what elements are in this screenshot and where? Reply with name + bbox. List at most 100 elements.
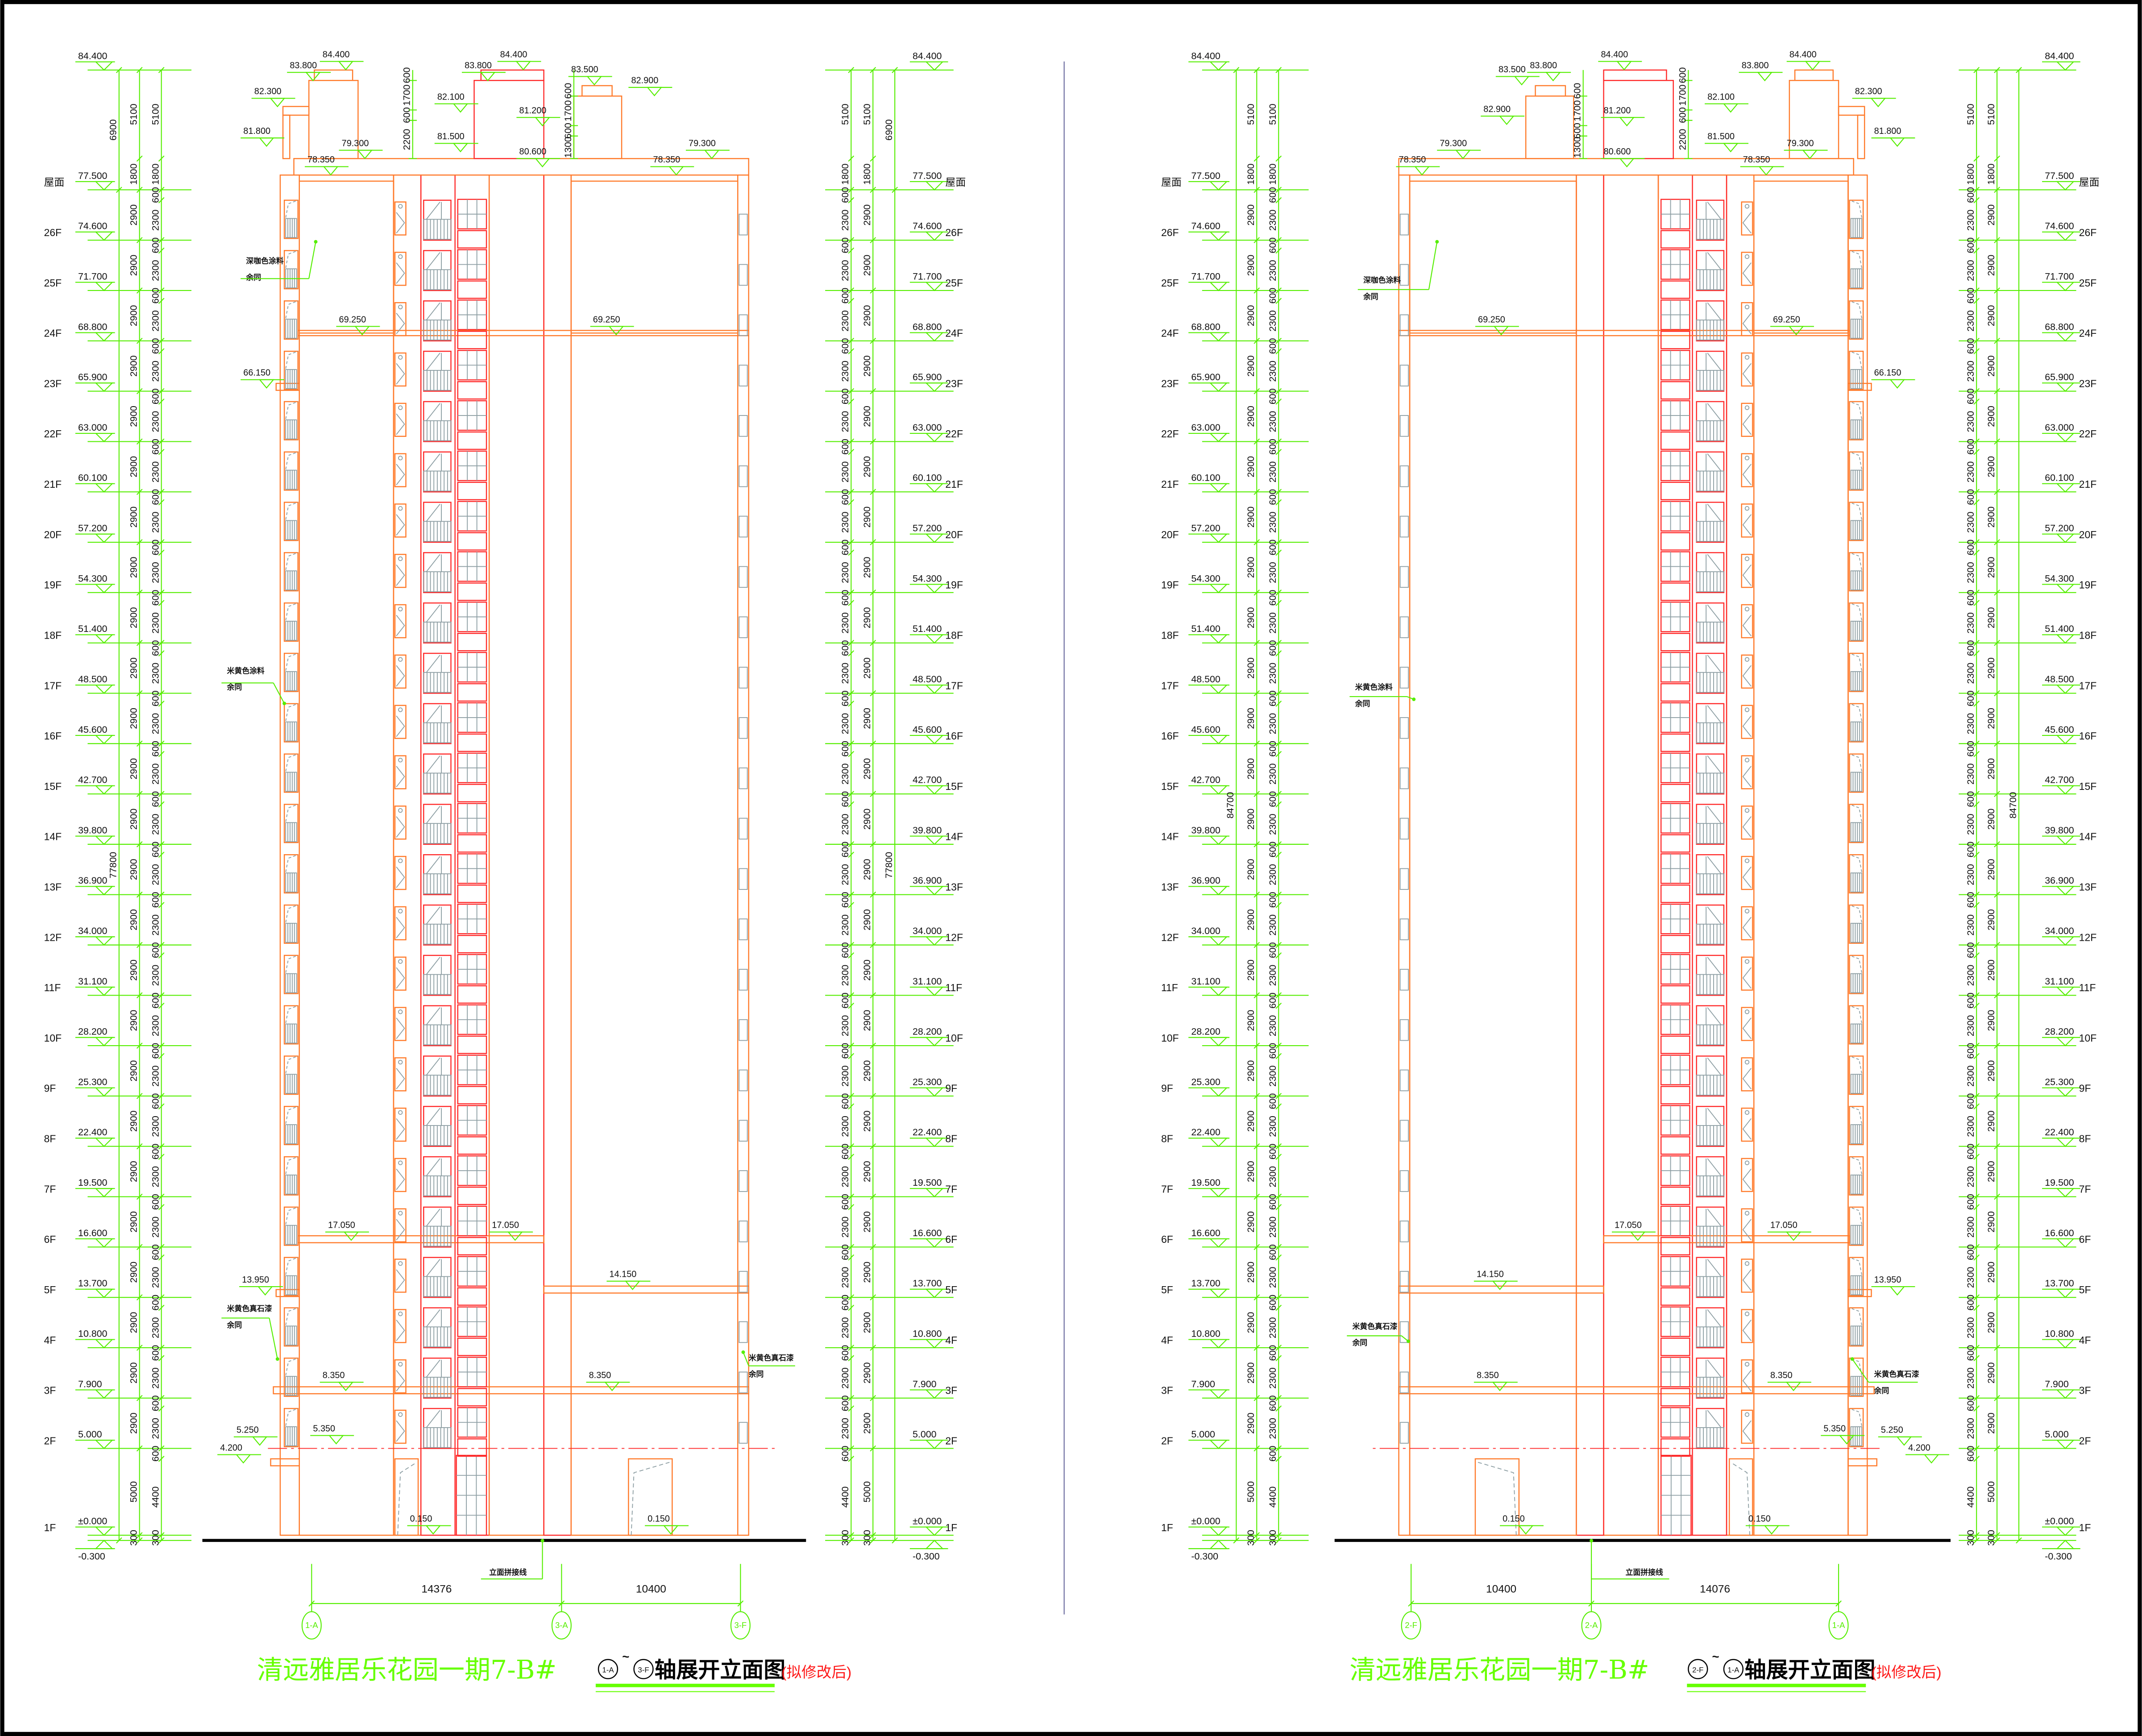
door-swing — [426, 1410, 440, 1428]
dimension-value: 2300 — [150, 1015, 161, 1036]
narrow-window — [1741, 705, 1753, 739]
door-swing — [426, 1359, 440, 1378]
railing — [1850, 1074, 1862, 1094]
dimension-tick — [848, 388, 855, 395]
vent-circle — [398, 204, 403, 209]
window-swing — [285, 653, 299, 671]
elevation-tag: 83.500 — [568, 65, 612, 86]
dimension-tick — [1973, 841, 1980, 847]
floor-windows — [283, 1357, 748, 1407]
narrow-window — [394, 1007, 407, 1041]
window-swing — [1849, 1055, 1862, 1074]
dimension-tick — [1973, 801, 1980, 808]
dimension-value: 2900 — [1245, 708, 1256, 729]
balcony-window — [283, 602, 299, 642]
dimension-value: 300 — [1245, 1530, 1256, 1546]
dimension-value: 2300 — [1965, 1317, 1976, 1338]
door-swing — [1707, 503, 1722, 522]
vent-circle — [1744, 204, 1750, 209]
dimension-value: 2900 — [862, 1262, 872, 1283]
axis-label: 2-F — [1405, 1620, 1417, 1630]
window-swing — [396, 565, 405, 586]
window-swing — [396, 1068, 405, 1089]
window-swing — [1849, 351, 1862, 369]
spandrel-panel — [1660, 482, 1690, 500]
dimension-value: 2300 — [1965, 1015, 1976, 1036]
floor-label: 2F — [44, 1435, 56, 1446]
roof-dimension-value: 600 — [1572, 83, 1583, 99]
dimension-value: 2300 — [840, 1317, 851, 1338]
dimension-value: 2300 — [1965, 511, 1976, 533]
dimension-tick — [1973, 247, 1980, 254]
floor-windows — [283, 752, 748, 802]
dimension-tick — [737, 1600, 744, 1607]
dimension-tick — [1275, 589, 1282, 596]
dimension-value: 600 — [1965, 942, 1976, 958]
roof-ledge — [282, 106, 310, 116]
floor-windows — [283, 1407, 748, 1457]
elevation-tag: 79.300 — [339, 138, 383, 159]
level-elevation: -0.300 — [1191, 1551, 1218, 1562]
dimension-tick — [1275, 1193, 1282, 1200]
edge-window — [739, 1019, 748, 1041]
edge-window — [1399, 365, 1409, 386]
railing — [285, 319, 297, 339]
dimension-value: 1800 — [1245, 163, 1256, 185]
dimension-tick — [158, 1304, 165, 1311]
level-elevation: 13.700 — [2045, 1278, 2074, 1289]
door-swing — [1707, 705, 1722, 723]
floor-windows — [283, 652, 748, 702]
dimension-value: 2300 — [1267, 612, 1278, 634]
level-elevation: 28.200 — [1191, 1026, 1220, 1037]
edge-window — [739, 1170, 748, 1192]
elevation-tag: 83.800 — [1527, 61, 1571, 82]
door-swing — [1707, 604, 1722, 623]
level-elevation: 65.900 — [2045, 372, 2074, 382]
vent-circle — [1744, 707, 1750, 712]
dimension-value: 600 — [840, 540, 851, 556]
dimension-value: 2900 — [862, 456, 872, 478]
elevation-tag-value: 14.150 — [1477, 1270, 1504, 1279]
dimension-tick — [1275, 438, 1282, 445]
level-elevation: 65.900 — [1191, 372, 1220, 382]
dimension-tick — [848, 851, 855, 858]
dimension-tick — [1275, 791, 1282, 797]
floor-label: 屋面 — [945, 176, 966, 188]
floor-windows — [283, 551, 748, 601]
dimension-tick — [848, 600, 855, 606]
floor-windows — [1399, 1105, 1864, 1155]
dimension-tick — [136, 438, 143, 445]
vent-circle — [1744, 405, 1750, 410]
window-swing — [1742, 917, 1752, 939]
level-marker-icon — [1764, 1525, 1780, 1535]
title-axis-label: 2-F — [1692, 1666, 1703, 1674]
spandrel-panel — [1660, 532, 1690, 551]
elevation-tag-value: 13.950 — [1874, 1275, 1901, 1285]
elevation-tag-value: 5.250 — [1881, 1425, 1903, 1435]
window-swing — [396, 1320, 405, 1341]
elevation-tag-value: 79.300 — [1440, 138, 1467, 148]
railing — [1850, 1275, 1862, 1296]
balcony-window — [1849, 350, 1864, 390]
level-elevation: 31.100 — [913, 976, 942, 987]
window-swing — [285, 451, 299, 469]
dimension-value: 2300 — [1267, 1367, 1278, 1389]
dimension-value: 2900 — [1986, 1211, 1997, 1233]
edge-window — [739, 667, 748, 689]
vent-circle — [398, 606, 403, 611]
floor-label: 4F — [945, 1334, 957, 1346]
elevation-tag: 81.500 — [434, 132, 478, 153]
elevation-tag-value: 4.200 — [1908, 1443, 1930, 1453]
revision-note: (拟修改后) — [781, 1664, 851, 1681]
railing — [1850, 469, 1862, 490]
railing — [285, 369, 297, 389]
dimension-value: 600 — [1965, 842, 1976, 858]
elevation-tag: 79.300 — [685, 138, 730, 159]
dimension-value: 600 — [840, 690, 851, 706]
dimension-tick — [1973, 1002, 1980, 1009]
dimension-tick — [870, 891, 876, 898]
dimension-tick — [1275, 600, 1282, 606]
level-elevation: 39.800 — [913, 825, 942, 835]
